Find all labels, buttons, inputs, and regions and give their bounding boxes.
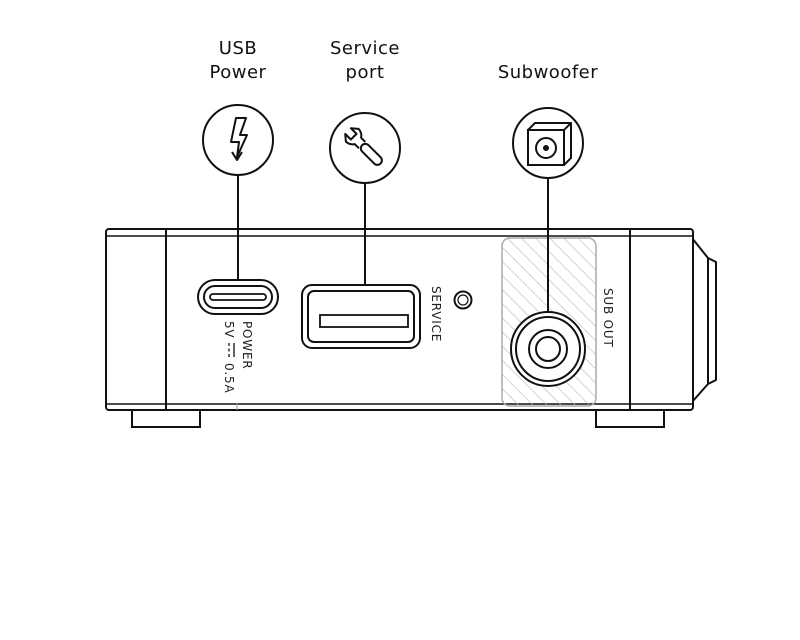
power-port-label: POWER: [240, 321, 254, 369]
usb-power-label-line2: Power: [210, 62, 267, 83]
power-voltage-label: 5V: [222, 321, 236, 338]
power-rating: 5V 0.5A: [222, 321, 236, 394]
dc-symbol-icon: [228, 343, 235, 357]
usb-power-label-line1: USB: [219, 38, 257, 59]
wrench-icon: [329, 112, 401, 184]
sub-out-rca-jack[interactable]: [510, 311, 586, 387]
sub-out-panel-label: SUB OUT: [601, 288, 615, 348]
lightning-bolt-icon: [202, 104, 274, 176]
service-pinhole-button[interactable]: [453, 290, 473, 310]
service-port-label-line1: Service: [330, 38, 400, 59]
side-protrusion: [691, 237, 717, 403]
usb-a-service-port[interactable]: [301, 284, 421, 349]
power-current-label: 0.5A: [222, 363, 236, 394]
usb-c-power-port[interactable]: [197, 279, 279, 315]
subwoofer-label: Subwoofer: [498, 62, 598, 83]
service-port-label-line2: port: [346, 62, 385, 83]
service-port-panel-label: SERVICE: [429, 286, 443, 342]
rca-jack-icon: [512, 107, 584, 179]
